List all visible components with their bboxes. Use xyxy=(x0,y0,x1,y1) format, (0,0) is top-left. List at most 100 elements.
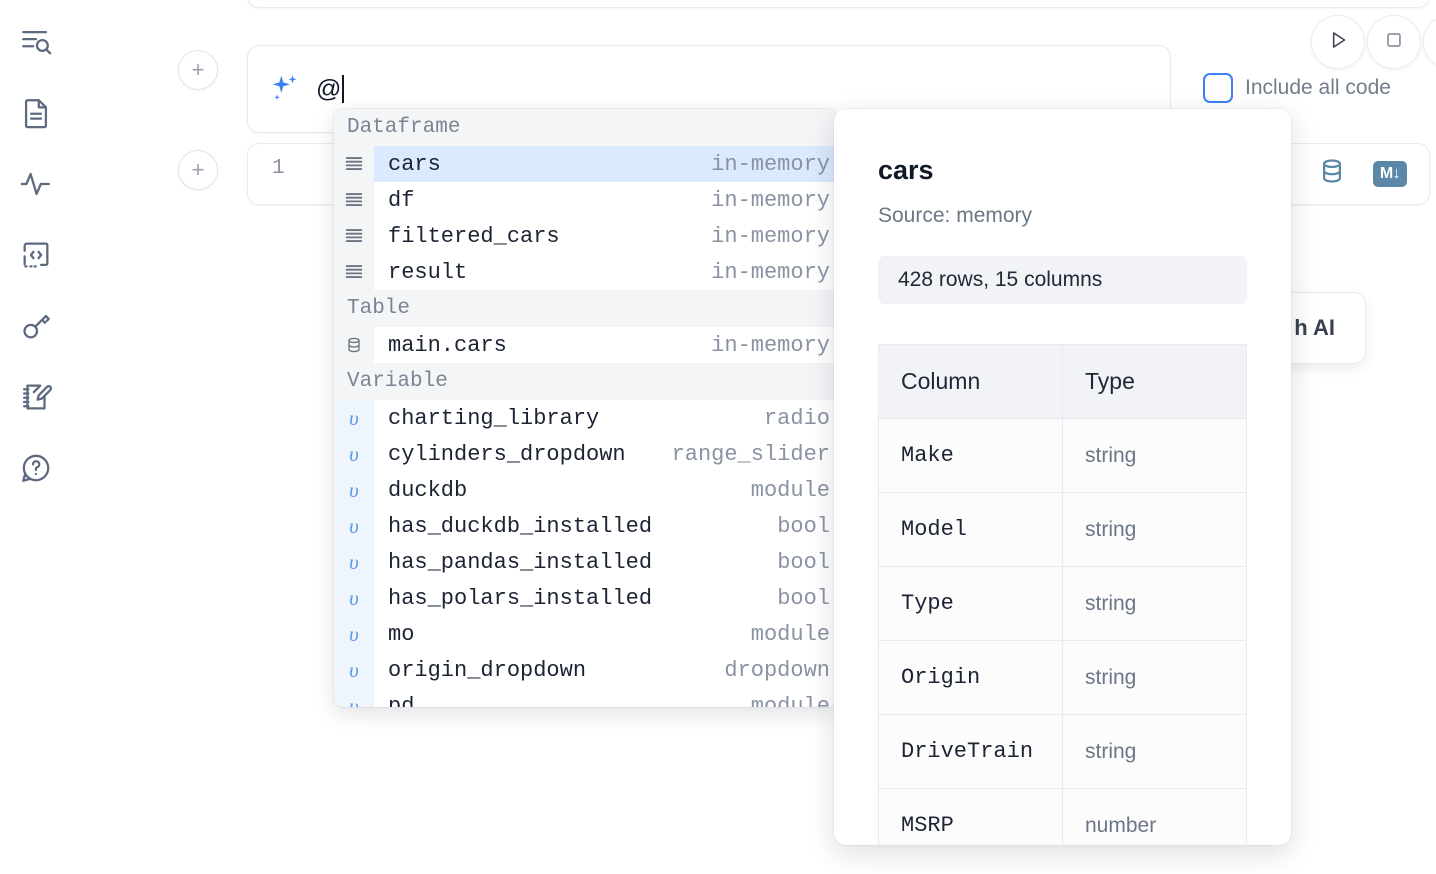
sidebar-item-secrets[interactable] xyxy=(12,302,60,350)
variable-icon: υ xyxy=(334,400,374,436)
autocomplete-item-meta: in-memory xyxy=(711,259,830,285)
help-chat-icon xyxy=(19,451,53,485)
variable-icon: υ xyxy=(334,580,374,616)
autocomplete-item-meta: dropdown xyxy=(724,657,830,683)
autocomplete-item[interactable]: main.cars in-memory xyxy=(334,327,836,363)
include-all-code-row[interactable]: Include all code xyxy=(1203,73,1391,103)
run-button[interactable] xyxy=(1311,15,1365,69)
detail-source: Source: memory xyxy=(878,204,1033,227)
table-lines-icon xyxy=(334,182,374,218)
cell-column-type: string xyxy=(1062,640,1247,715)
autocomplete-item-name: duckdb xyxy=(388,477,468,503)
include-all-code-label: Include all code xyxy=(1245,76,1391,99)
column-header-type: Type xyxy=(1062,344,1247,419)
detail-title: cars xyxy=(878,155,934,185)
autocomplete-item[interactable]: cars in-memory xyxy=(334,146,836,182)
autocomplete-item-name: filtered_cars xyxy=(388,223,560,249)
autocomplete-item-name: cars xyxy=(388,151,441,177)
dataframe-detail-panel: cars Source: memory 428 rows, 15 columns… xyxy=(834,109,1291,845)
sidebar-item-scratchpad[interactable] xyxy=(12,373,60,421)
variable-icon: υ xyxy=(334,508,374,544)
autocomplete-item-name: main.cars xyxy=(388,332,507,358)
autocomplete-item-meta: in-memory xyxy=(711,223,830,249)
sidebar-item-snippets[interactable] xyxy=(12,231,60,279)
autocomplete-item-name: mo xyxy=(388,621,415,647)
cell-column-name: MSRP xyxy=(878,788,1063,845)
sidebar-item-activity[interactable] xyxy=(12,160,60,208)
autocomplete-item-meta: module xyxy=(750,621,830,647)
autocomplete-group-header: Variable xyxy=(334,363,836,400)
autocomplete-item-name: charting_library xyxy=(388,405,600,431)
notebook-edit-icon xyxy=(19,380,53,414)
autocomplete-item-meta: module xyxy=(750,477,830,503)
autocomplete-item-name: has_polars_installed xyxy=(388,585,653,611)
table-lines-icon xyxy=(334,254,374,290)
ai-prompt-value: @ xyxy=(316,75,342,103)
stop-button[interactable] xyxy=(1367,15,1421,69)
sidebar-item-help[interactable] xyxy=(12,444,60,492)
autocomplete-item-meta: in-memory xyxy=(711,151,830,177)
autocomplete-item-meta: in-memory xyxy=(711,332,830,358)
autocomplete-item[interactable]: filtered_cars in-memory xyxy=(334,218,836,254)
cell-column-type: string xyxy=(1062,566,1247,641)
autocomplete-item-meta: bool xyxy=(777,549,830,575)
variable-icon: υ xyxy=(334,688,374,707)
autocomplete-group-header: Table xyxy=(334,290,836,327)
previous-cell-card xyxy=(247,0,1430,8)
cell-column-name: DriveTrain xyxy=(878,714,1063,789)
autocomplete-item-name: df xyxy=(388,187,415,213)
autocomplete-item-meta: bool xyxy=(777,513,830,539)
autocomplete-item-meta: range_slider xyxy=(671,441,830,467)
code-snippet-icon xyxy=(19,238,53,272)
autocomplete-item-name: pd xyxy=(388,693,415,708)
autocomplete-item-meta: in-memory xyxy=(711,187,830,213)
more-actions-button[interactable] xyxy=(1423,15,1436,69)
activity-pulse-icon xyxy=(19,167,53,201)
variable-icon: υ xyxy=(334,544,374,580)
left-icon-rail xyxy=(0,0,72,874)
sidebar-item-explore[interactable] xyxy=(12,18,60,66)
database-icon[interactable] xyxy=(1317,156,1347,191)
table-lines-icon xyxy=(334,218,374,254)
cell-column-name: Make xyxy=(878,418,1063,493)
sidebar-item-files[interactable] xyxy=(12,89,60,137)
markdown-badge[interactable]: M↓ xyxy=(1373,160,1407,187)
variable-icon: υ xyxy=(334,652,374,688)
stop-square-icon xyxy=(1381,27,1407,58)
detail-shape-badge: 428 rows, 15 columns xyxy=(878,256,1247,304)
explore-search-icon xyxy=(19,25,53,59)
include-all-code-checkbox[interactable] xyxy=(1203,73,1233,103)
key-icon xyxy=(19,309,53,343)
document-icon xyxy=(19,96,53,130)
text-cursor xyxy=(342,75,345,103)
autocomplete-item[interactable]: υ has_polars_installed bool xyxy=(334,580,836,616)
add-cell-below-button[interactable]: + xyxy=(178,150,218,190)
table-header-row: Column Type xyxy=(878,344,1247,419)
variable-icon: υ xyxy=(334,436,374,472)
variable-icon: υ xyxy=(334,472,374,508)
autocomplete-item-name: result xyxy=(388,259,468,285)
autocomplete-item-meta: module xyxy=(750,693,830,708)
table-lines-icon xyxy=(334,146,374,182)
add-cell-above-button[interactable]: + xyxy=(178,50,218,90)
play-triangle-icon xyxy=(1325,27,1351,58)
sparkles-icon xyxy=(268,71,302,105)
autocomplete-item[interactable]: df in-memory xyxy=(334,182,836,218)
autocomplete-item-meta: bool xyxy=(777,585,830,611)
autocomplete-item[interactable]: result in-memory xyxy=(334,254,836,290)
cell-column-type: string xyxy=(1062,492,1247,567)
ai-prompt-input[interactable]: @ xyxy=(316,69,1170,109)
